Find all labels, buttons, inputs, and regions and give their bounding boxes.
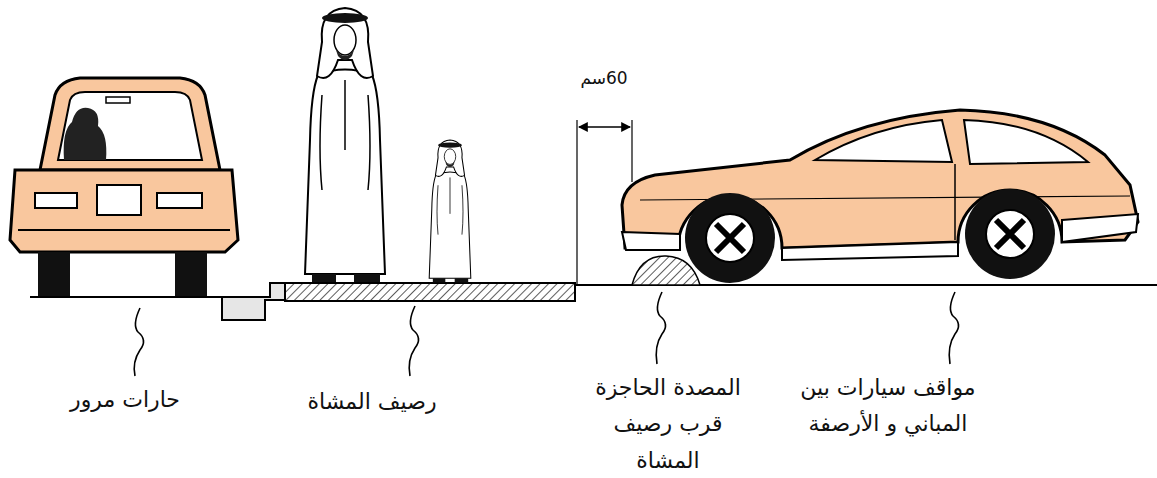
headlight — [157, 193, 202, 208]
part-label: حارات مرور — [25, 382, 225, 418]
road-surface — [30, 296, 222, 298]
bumper-line — [18, 229, 230, 231]
front-bumper — [622, 232, 680, 250]
hubcap — [706, 214, 754, 262]
door-line — [954, 164, 956, 240]
leader-line — [656, 292, 665, 364]
car-body — [10, 170, 238, 252]
car-cabin — [40, 78, 220, 170]
curb — [222, 283, 285, 320]
part-label: رصيف المشاة — [272, 384, 472, 420]
rear-bumper — [1062, 214, 1138, 242]
dimension-extension — [576, 120, 577, 285]
wheel — [685, 193, 775, 283]
leader-lines — [134, 292, 958, 376]
hubcap — [986, 210, 1034, 258]
wheel-stop — [632, 256, 700, 285]
side-window — [815, 120, 952, 162]
mirror — [106, 97, 130, 103]
wheel — [965, 189, 1055, 279]
rocker-panel — [782, 242, 958, 260]
adult-pedestrian — [305, 8, 385, 282]
part-label: المصدة الحاجزة قرب رصيف المشاة — [579, 370, 757, 478]
tyre — [38, 252, 70, 298]
side-window — [964, 120, 1088, 164]
leader-line — [409, 306, 418, 376]
leader-line — [134, 308, 143, 376]
front-car — [10, 78, 238, 298]
leader-line — [949, 292, 958, 364]
parked-car — [622, 110, 1138, 283]
dimension-label: 60سم — [564, 64, 644, 92]
hub-cross — [996, 220, 1024, 248]
dimension-extension — [631, 120, 632, 182]
child-pedestrian — [429, 140, 471, 282]
plate — [97, 185, 141, 215]
windshield — [58, 92, 202, 160]
headlight — [35, 193, 77, 208]
dimension-arrow — [579, 126, 630, 127]
hub-cross — [716, 224, 744, 252]
driver — [64, 108, 107, 160]
part-label: مواقف سيارات بين المباني و الأرصفة — [786, 370, 991, 443]
tyre — [175, 252, 207, 298]
sidewalk — [285, 283, 575, 301]
